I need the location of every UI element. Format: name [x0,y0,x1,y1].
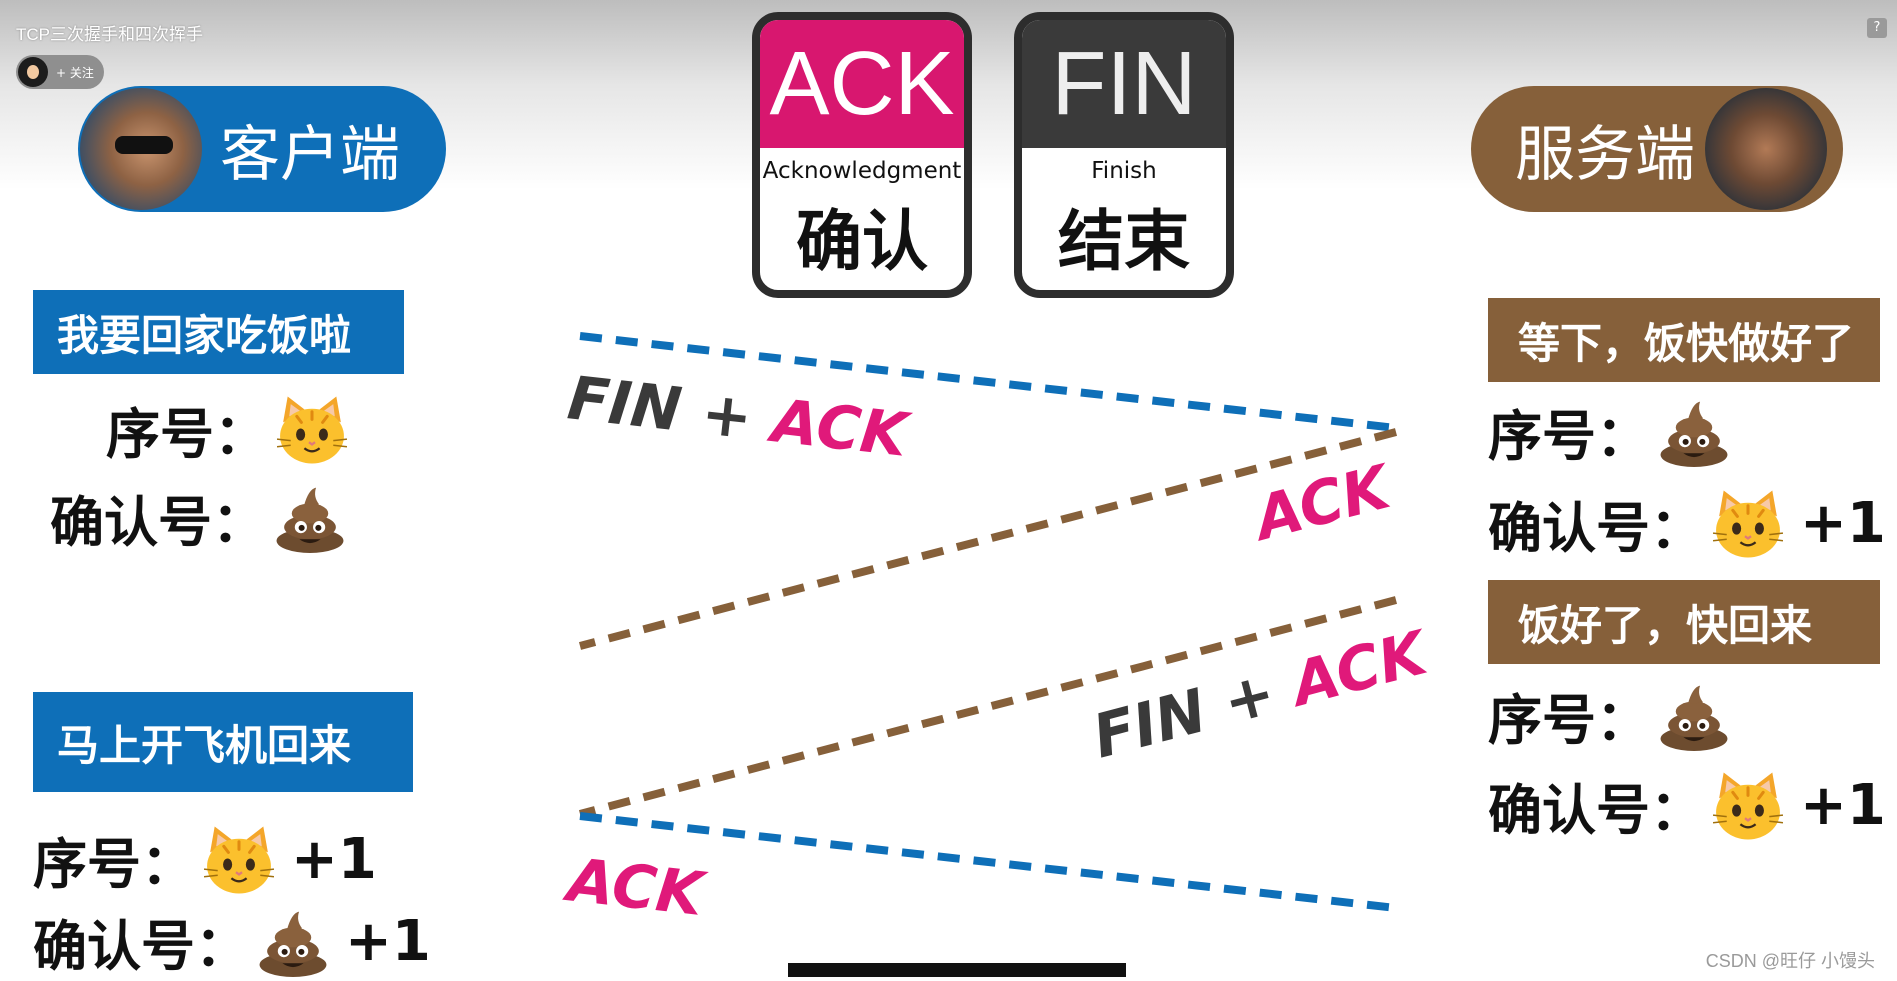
arrow-2-ack-text: ACK [1244,451,1401,555]
arrow-1-ack-text: ACK [765,386,916,472]
arrow-1-fin-text: FIN + [564,363,776,455]
arrow-4-ack-text: ACK [560,845,711,931]
arrow-label-3: FIN + ACK [1086,617,1438,772]
arrow-3-ack-text: ACK [1281,617,1438,721]
arrow-label-1: FIN + ACK [564,363,915,471]
arrow-label-4: ACK [560,845,711,931]
arrow-3-fin-text: FIN + [1086,653,1303,773]
subtitle-strip [788,963,1126,977]
watermark: CSDN @旺仔 小馒头 [1706,947,1875,973]
arrow-label-2: ACK [1244,451,1401,555]
